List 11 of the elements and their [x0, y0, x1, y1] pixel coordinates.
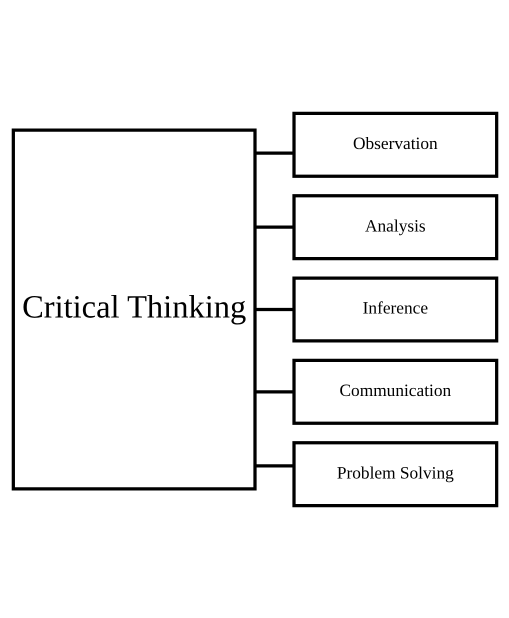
connector	[254, 390, 294, 393]
node-box: Critical Thinking	[11, 128, 256, 490]
connector	[254, 225, 294, 228]
node-box: Analysis	[292, 194, 498, 260]
node-box: Inference	[292, 276, 498, 342]
node-box: Observation	[292, 111, 498, 178]
connector	[254, 151, 294, 154]
node-box: Communication	[292, 358, 498, 424]
connector	[254, 307, 294, 311]
connector	[254, 464, 294, 467]
node-box: Problem Solving	[292, 440, 498, 507]
